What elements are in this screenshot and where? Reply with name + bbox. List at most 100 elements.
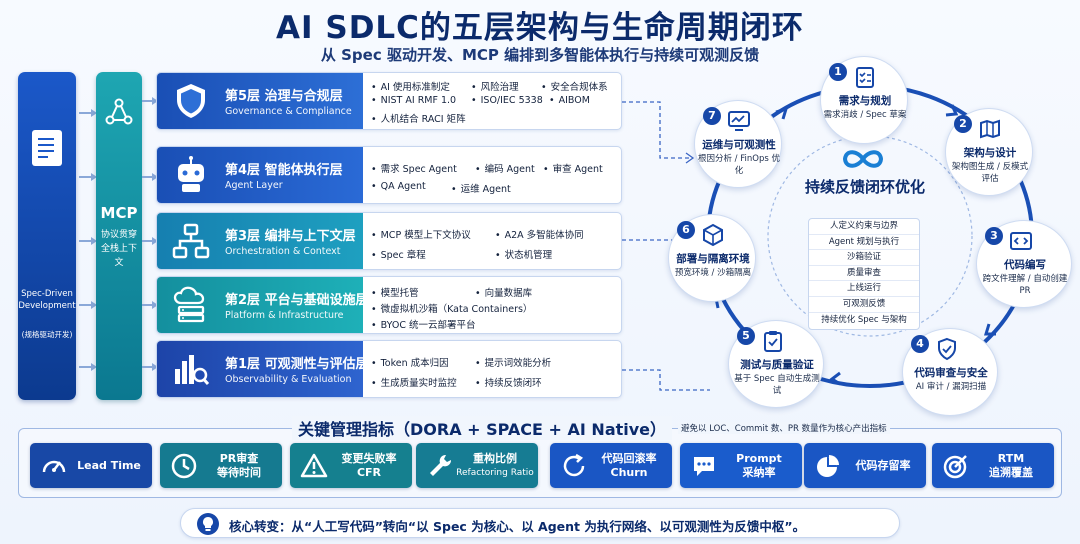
layer-item: 运维 Agent xyxy=(451,181,511,195)
cycle-node-2: 2 架构与设计 架构图生成 / 反模式评估 xyxy=(945,108,1033,196)
metrics-title: 关键管理指标（DORA + SPACE + AI Native） xyxy=(292,416,673,440)
layer-sub: Observability & Evaluation xyxy=(225,374,352,385)
layer-sub: Platform & Infrastructure xyxy=(225,310,344,321)
flow-arrow xyxy=(142,301,158,309)
layer-4-header: 第4层 智能体执行层 Agent Layer xyxy=(157,147,363,203)
node-desc: AI 审计 / 漏洞扫描 xyxy=(915,382,987,392)
node-title: 部署与隔离环境 xyxy=(676,253,750,265)
chart-search-icon xyxy=(175,355,210,385)
layer-item: BYOC 统一云部署平台 xyxy=(371,317,476,331)
cube-icon xyxy=(703,223,723,247)
speedometer-icon xyxy=(42,460,66,473)
flow-arrow xyxy=(79,109,97,117)
shield-check-icon xyxy=(938,337,956,361)
cycle-node-1: 1 需求与规划 需求消歧 / Spec 草案 xyxy=(820,56,908,144)
layer-3-card: 第3层 编排与上下文层 Orchestration & Context MCP … xyxy=(156,212,622,270)
layer-1-header: 第1层 可观测性与评估层 Observability & Evaluation xyxy=(157,341,369,397)
node-title: 需求与规划 xyxy=(838,95,892,107)
metric-label: Lead Time xyxy=(77,458,141,472)
layer-item: 微虚拟机沙箱（Kata Containers） xyxy=(371,301,533,315)
flow-arrow xyxy=(79,363,97,371)
node-number: 3 xyxy=(985,227,1003,245)
spec-driven-label-zh: (规格驱动开发) xyxy=(21,330,73,339)
layer-sub: Governance & Compliance xyxy=(225,106,352,117)
node-number: 5 xyxy=(737,327,755,345)
flow-arrow xyxy=(142,237,158,245)
flow-arrow xyxy=(79,237,97,245)
node-number: 6 xyxy=(677,221,695,239)
node-title: 运维与可观测性 xyxy=(702,139,776,151)
node-title: 代码编写 xyxy=(1004,259,1046,271)
node-desc: 需求消歧 / Spec 草案 xyxy=(823,110,907,120)
page-subtitle: 从 Spec 驱动开发、MCP 编排到多智能体执行与持续可观测反馈 xyxy=(320,46,760,64)
metric-label-2: Refactoring Ratio xyxy=(456,467,534,478)
core-shift-banner: 核心转变：从“人工写代码”转向“以 Spec 为核心、以 Agent 为执行网络… xyxy=(180,508,900,538)
node-title: 架构与设计 xyxy=(963,147,1017,159)
clock-icon xyxy=(171,453,197,479)
node-desc: 架构图生成 / 反模式评估 xyxy=(951,162,1029,184)
metric-label: 代码回滚率 xyxy=(601,451,657,465)
wrench-icon xyxy=(430,454,452,476)
flow-arrow xyxy=(79,173,97,181)
node-title: 测试与质量验证 xyxy=(740,359,814,371)
layer-name: 第5层 治理与合规层 xyxy=(225,89,343,104)
metric-label-2: CFR xyxy=(356,465,382,479)
checklist-icon xyxy=(856,67,874,88)
node-desc: 预宽环境 / 沙箱隔离 xyxy=(674,268,752,278)
metric-label: 变更失败率 xyxy=(341,451,397,465)
layer-item: QA Agent xyxy=(371,181,426,192)
layer-item: Token 成本归因 xyxy=(371,355,449,369)
node-number: 2 xyxy=(954,115,972,133)
metric-label: 代码存留率 xyxy=(855,458,911,472)
metric-label-2: 追溯覆盖 xyxy=(989,465,1033,479)
layer-item: 向量数据库 xyxy=(475,285,533,299)
layer-name: 第1层 可观测性与评估层 xyxy=(225,357,369,372)
flow-arrow xyxy=(142,97,158,105)
mcp-bar: MCP 协议贯穿全栈上下文 xyxy=(96,72,142,400)
cycle-center-item: 可观测反馈 xyxy=(809,297,919,313)
layer-item: 生成质量实时监控 xyxy=(371,375,457,389)
warning-icon xyxy=(300,453,328,478)
chat-icon xyxy=(694,457,714,476)
metric-label: Prompt xyxy=(736,451,782,465)
spec-driven-label: Spec-Driven Development xyxy=(18,289,76,311)
layer-item: 安全合规体系 xyxy=(541,79,608,93)
cycle-center-item: 人定义约束与边界 xyxy=(809,219,919,235)
spec-driven-bar: Spec-Driven Development (规格驱动开发) xyxy=(18,72,76,400)
metric-label-2: 采纳率 xyxy=(742,465,776,479)
page-title: AI SDLC的五层架构与生命周期闭环 xyxy=(276,10,804,46)
layer-item: 需求 Spec Agent xyxy=(371,161,457,175)
metric-cfr: 变更失败率 CFR xyxy=(290,443,412,488)
hierarchy-icon xyxy=(172,223,210,259)
layer-item: 提示词效能分析 xyxy=(475,355,552,369)
cycle-node-6: 6 部署与隔离环境 预宽环境 / 沙箱隔离 xyxy=(668,214,756,302)
flow-arrow xyxy=(142,173,158,181)
mcp-desc: 协议贯穿全栈上下文 xyxy=(100,230,137,268)
node-number: 7 xyxy=(703,107,721,125)
node-number: 4 xyxy=(911,335,929,353)
layer-name: 第2层 平台与基础设施层 xyxy=(225,293,369,308)
core-shift-text: 核心转变：从“人工写代码”转向“以 Spec 为核心、以 Agent 为执行网络… xyxy=(229,519,806,534)
metric-label-2: Churn xyxy=(610,465,648,479)
flow-arrow xyxy=(79,301,97,309)
layer-item: 持续反馈闭环 xyxy=(475,375,542,389)
layer-item: AI 使用标准制定 xyxy=(371,79,450,93)
metric-refactoring: 重构比例 Refactoring Ratio xyxy=(416,443,538,488)
metrics-note: 避免以 LOC、Commit 数、PR 数量作为核心产出指标 xyxy=(678,422,890,434)
layer-sub: Agent Layer xyxy=(225,180,283,191)
refresh-icon xyxy=(563,453,585,477)
infinity-icon xyxy=(842,150,884,168)
layer-item: MCP 模型上下文协议 xyxy=(371,227,471,241)
shield-icon xyxy=(177,84,205,118)
layer-item: 编码 Agent xyxy=(475,161,535,175)
metric-code-retention: 代码存留率 xyxy=(804,443,926,488)
document-icon xyxy=(32,130,62,166)
mcp-label: MCP xyxy=(100,204,138,222)
layer-item: 审查 Agent xyxy=(543,161,603,175)
layer-3-header: 第3层 编排与上下文层 Orchestration & Context xyxy=(157,213,363,269)
cycle-center-item: 持续优化 Spec 与架构 xyxy=(821,314,907,325)
cycle-node-3: 3 代码编写 跨文件理解 / 自动创建 PR xyxy=(976,220,1072,308)
cycle-center-item: 上线运行 xyxy=(809,281,919,297)
bulb-icon xyxy=(197,513,219,535)
layer-item: 人机结合 RACI 矩阵 xyxy=(371,111,466,125)
